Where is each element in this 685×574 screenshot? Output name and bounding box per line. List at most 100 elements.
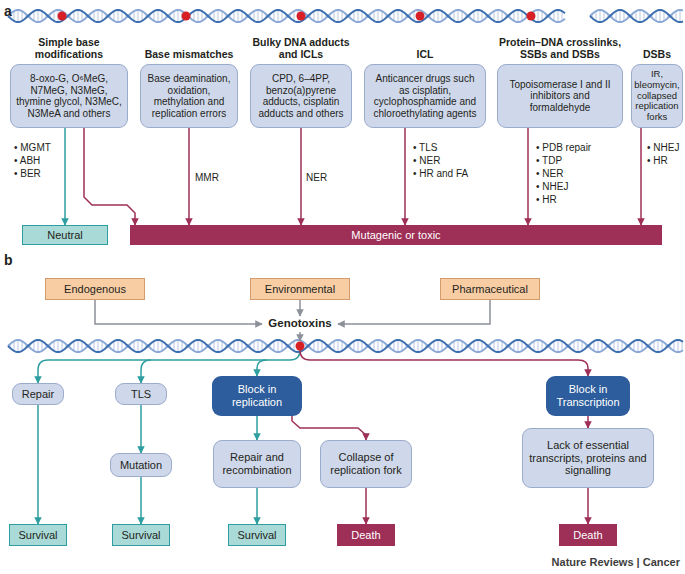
box-text: Repair and recombination — [218, 451, 296, 476]
box-text: Block in replication — [216, 383, 298, 408]
box-text: Survival — [237, 529, 276, 542]
flow-arrow — [256, 488, 258, 524]
branch-arrow — [299, 332, 301, 341]
flow-arrow — [188, 128, 190, 225]
helix-strand — [590, 10, 683, 22]
lesion-dot — [527, 12, 536, 21]
process-box: Lack of essential transcripts, proteins … — [522, 428, 654, 488]
helix-strand — [590, 10, 683, 22]
helix-strand — [8, 10, 565, 22]
block-box: Block in Transcription — [546, 376, 630, 416]
column-heading: Simple base modifications — [3, 36, 135, 61]
box-text: Repair — [22, 388, 54, 401]
branch-arrow — [300, 350, 588, 376]
repair-pathway: • NHEJ — [536, 181, 568, 193]
outcome-box: Death — [559, 524, 617, 546]
flow-arrow — [299, 300, 301, 316]
damage-type-box: DSBsIR, bleomycin, collapsed replication… — [631, 64, 683, 128]
outcome-bar: Mutagenic or toxic — [130, 225, 662, 245]
box-text: Block in Transcription — [550, 383, 626, 408]
repair-pathway: • PDB repair — [536, 142, 591, 154]
flow-arrow — [37, 405, 39, 524]
repair-pathway: • MGMT — [14, 142, 51, 154]
panel-letter: a — [4, 3, 12, 20]
outcome-box: Survival — [112, 524, 170, 546]
repair-pathway: • HR and FA — [413, 168, 468, 180]
repair-pathway: • TLS — [413, 142, 437, 154]
process-box: TLS — [115, 383, 167, 405]
flow-arrow — [404, 128, 406, 225]
panel-letter: b — [4, 252, 13, 269]
box-text: Neutral — [47, 229, 82, 242]
flow-arrow — [365, 488, 367, 524]
box-text: Death — [573, 529, 602, 542]
dna-helix — [8, 10, 683, 352]
outcome-box: Survival — [9, 524, 67, 546]
lesion-dot — [58, 12, 67, 21]
repair-pathway: • ABH — [14, 155, 40, 167]
flow-arrow — [140, 477, 142, 524]
box-text: Lack of essential transcripts, proteins … — [527, 439, 649, 477]
box-text: Pharmaceutical — [452, 283, 528, 296]
box-text: Environmental — [265, 283, 335, 296]
repair-pathway: • NER — [413, 155, 440, 167]
damage-type-box: Protein–DNA crosslinks, SSBs and DSBsTop… — [497, 64, 623, 128]
box-text: 8-oxo-G, O⁶MeG, N7MeG, N3MeG, thymine gl… — [15, 73, 123, 119]
outcome-box: Death — [337, 524, 395, 546]
flow-arrow — [587, 488, 589, 524]
box-text: Survival — [18, 529, 57, 542]
repair-pathway: • BER — [14, 168, 41, 180]
helix-strand — [8, 10, 565, 22]
box-text: Endogenous — [64, 283, 126, 296]
flow-arrow — [527, 128, 529, 225]
flow-arrow — [640, 128, 642, 225]
lesion-dot — [182, 12, 191, 21]
process-box: Collapse of replication fork — [320, 440, 412, 488]
flow-arrow — [95, 300, 262, 324]
damage-type-box: Bulky DNA adducts and ICLsCPD, 6–4PP, be… — [250, 64, 352, 128]
lesion-dot — [297, 12, 306, 21]
source-box: Environmental — [250, 278, 350, 300]
flow-arrow — [292, 416, 366, 440]
lesion-dot — [416, 12, 425, 21]
column-heading: DSBs — [624, 48, 685, 61]
process-box: Mutation — [110, 453, 172, 477]
repair-pathway: • HR — [536, 194, 557, 206]
box-text: Genotoxins — [268, 317, 331, 330]
helix-strand — [8, 340, 683, 352]
box-text: Death — [351, 529, 380, 542]
column-heading: Protein–DNA crosslinks, SSBs and DSBs — [490, 36, 630, 61]
repair-pathway: MMR — [195, 172, 219, 184]
source-box: Endogenous — [45, 278, 145, 300]
helix-strand — [8, 340, 683, 352]
outcome-box: Neutral — [22, 225, 108, 245]
flow-arrow — [84, 128, 135, 225]
process-box: Repair — [12, 383, 64, 405]
repair-pathway: NER — [306, 172, 327, 184]
branch-arrow — [257, 360, 267, 376]
repair-pathway: • HR — [647, 155, 668, 167]
repair-pathway: • NHEJ — [647, 142, 679, 154]
box-text: Mutagenic or toxic — [351, 229, 440, 242]
flow-arrow — [140, 405, 142, 453]
box-text: Mutation — [120, 459, 162, 472]
branch-arrow — [141, 360, 151, 383]
column-heading: Bulky DNA adducts and ICLs — [243, 36, 359, 61]
repair-pathway: • NER — [536, 168, 563, 180]
process-box: Repair and recombination — [213, 440, 301, 488]
flow-arrow — [300, 128, 302, 225]
column-heading: Base mismatches — [133, 48, 245, 61]
flow-arrow — [64, 128, 66, 225]
flow-arrow — [587, 416, 589, 428]
source-box: Pharmaceutical — [440, 278, 540, 300]
lesion-branches — [38, 332, 588, 383]
lesion-dot — [296, 342, 305, 351]
hub-label: Genotoxins — [262, 316, 338, 332]
damage-type-box: Simple base modifications8-oxo-G, O⁶MeG,… — [10, 64, 128, 128]
outcome-box: Survival — [228, 524, 286, 546]
block-box: Block in replication — [212, 376, 302, 416]
repair-pathway: • TDP — [536, 155, 562, 167]
box-text: Survival — [121, 529, 160, 542]
damage-type-box: Base mismatchesBase deamination, oxidati… — [140, 64, 238, 128]
